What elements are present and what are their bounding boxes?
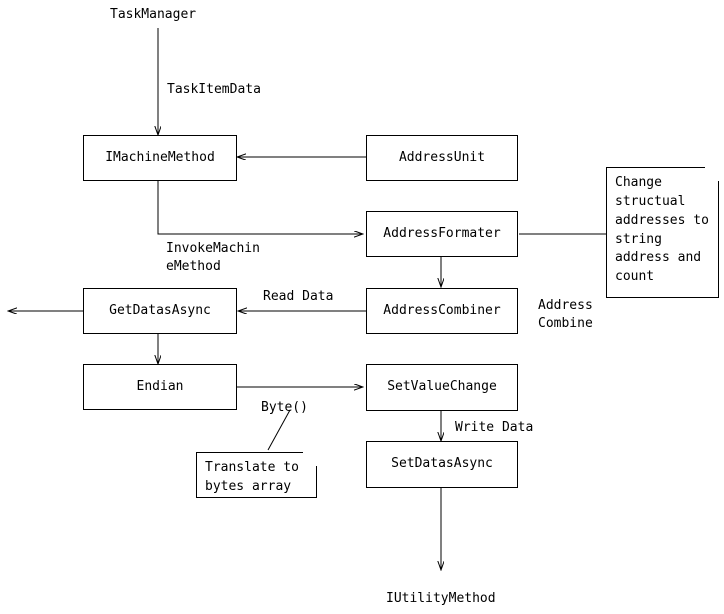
label-taskmanager: TaskManager — [110, 7, 197, 22]
node-setvaluechange[interactable]: SetValueChange — [366, 364, 518, 411]
node-setdatasasync[interactable]: SetDatasAsync — [366, 441, 518, 488]
label-write-data: Write Data — [455, 420, 534, 435]
node-addressunit[interactable]: AddressUnit — [366, 135, 518, 181]
node-endian[interactable]: Endian — [83, 364, 237, 410]
note-change-structural-dogear — [705, 167, 719, 181]
node-imachinemethod[interactable]: IMachineMethod — [83, 135, 237, 181]
label-read-data: Read Data — [263, 289, 334, 304]
note-translate-bytes: Translate to bytes array — [196, 452, 317, 498]
label-taskitemdata: TaskItemData — [167, 82, 261, 97]
node-addressformater[interactable]: AddressFormater — [366, 211, 518, 257]
note-change-structural: Change structual addresses to string add… — [606, 167, 719, 298]
node-getdatasasync[interactable]: GetDatasAsync — [83, 288, 237, 334]
label-address-combine: Address Combine — [538, 298, 593, 331]
note-translate-bytes-dogear — [303, 452, 317, 466]
label-invokemachinemethod: InvokeMachin eMethod — [166, 241, 260, 274]
node-addresscombiner[interactable]: AddressCombiner — [366, 288, 518, 334]
label-iutilitymethod: IUtilityMethod — [386, 591, 496, 606]
label-byte: Byte() — [261, 400, 308, 415]
